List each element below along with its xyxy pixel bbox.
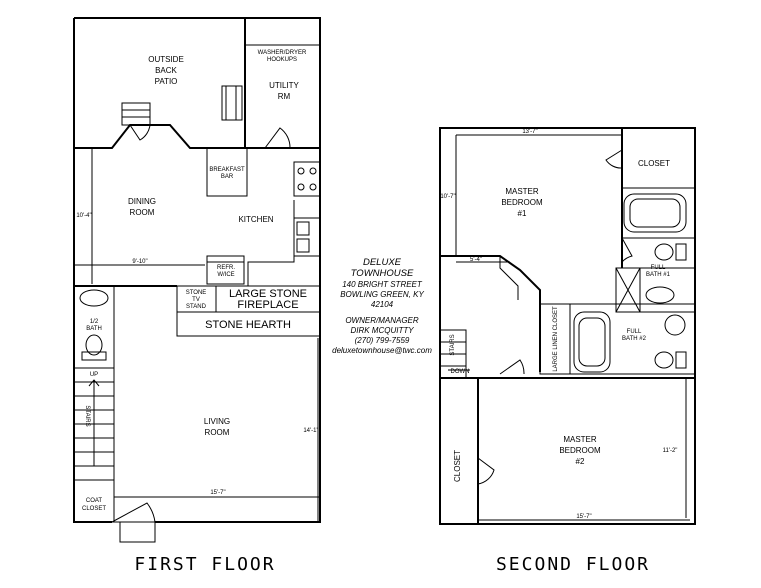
coat-closet-label-1: COAT xyxy=(86,498,103,504)
living-width-label: 15'-7" xyxy=(210,490,225,496)
half-bath-sink xyxy=(79,289,109,307)
full-bath2-label-2: BATH #2 xyxy=(622,336,647,342)
address-line-3: 42104 xyxy=(371,300,394,309)
breakfast-label-2: BAR xyxy=(221,174,234,180)
m2-depth-label: 11'-2" xyxy=(663,448,678,454)
washer-label-2: HOOKUPS xyxy=(267,57,297,63)
master2-label-1: MASTER xyxy=(563,435,597,444)
m1-width-label: 13'-7" xyxy=(522,129,537,135)
first-floor xyxy=(73,17,321,543)
m2-width-label: 15'-7" xyxy=(576,514,591,520)
patio-label-2: BACK xyxy=(155,66,177,75)
m2-closet-door-swing xyxy=(477,457,495,485)
bath-2 xyxy=(569,303,696,375)
master1-label-1: MASTER xyxy=(505,187,539,196)
fireplace-block xyxy=(176,285,321,337)
tv-stand-label-3: STAND xyxy=(186,304,207,310)
full-bath2-label-1: FULL xyxy=(627,329,642,335)
patio-wall xyxy=(74,124,245,149)
full-bath1-label-1: FULL xyxy=(651,265,666,271)
address-line-2: BOWLING GREEN, KY xyxy=(340,290,424,299)
dining-label-2: ROOM xyxy=(130,208,155,217)
master2-label-3: #2 xyxy=(576,457,585,466)
bath-sink xyxy=(645,286,675,304)
m1-partial-label: 5'-4" xyxy=(470,257,482,263)
bath1-door-swing xyxy=(621,237,633,263)
master2-label-2: BEDROOM xyxy=(559,446,601,455)
stove xyxy=(293,161,321,197)
refrigerator xyxy=(206,255,245,285)
coat-closet-label-2: CLOSET xyxy=(82,506,106,512)
coat-closet xyxy=(73,479,115,523)
master1-label-2: BEDROOM xyxy=(501,198,543,207)
utility-label-2: RM xyxy=(278,92,291,101)
living-label-2: ROOM xyxy=(205,428,230,437)
utility-label-1: UTILITY xyxy=(269,81,299,90)
breakfast-label-1: BREAKFAST xyxy=(209,167,245,173)
dining-depth-label: 10'-4" xyxy=(76,213,91,219)
owner-name: DIRK MCQUITTY xyxy=(350,326,414,335)
front-step xyxy=(119,521,156,543)
first-floor-outer-wall xyxy=(74,17,321,523)
first-floor-outer-wall-left xyxy=(73,18,112,523)
hearth-label: STONE HEARTH xyxy=(205,319,291,331)
dining-label-1: DINING xyxy=(128,197,156,206)
refr-label-1: REFR. xyxy=(217,265,235,271)
toilet-1 xyxy=(654,243,674,261)
address-line-1: 140 BRIGHT STREET xyxy=(342,280,423,289)
washer-label-1: WASHER/DRYER xyxy=(258,50,307,56)
patio-label-3: PATIO xyxy=(155,77,178,86)
owner-phone: (270) 799-7559 xyxy=(355,336,410,345)
master1-label-3: #1 xyxy=(518,209,527,218)
fireplace-label-1: LARGE STONE xyxy=(229,288,307,300)
townhouse-name-2: TOWNHOUSE xyxy=(351,268,414,279)
closet-top-label: CLOSET xyxy=(638,159,670,168)
kitchen-label: KITCHEN xyxy=(238,215,273,224)
closet-left-label: CLOSET xyxy=(453,450,462,482)
bath2-sink xyxy=(664,314,686,336)
linen-closet-label: LARGE LINEN CLOSET xyxy=(553,306,559,372)
bathtub-1 xyxy=(623,193,687,233)
fireplace-label-2: FIREPLACE xyxy=(237,299,298,311)
front-door-swing xyxy=(111,502,156,523)
first-floor-title: FIRST FLOOR xyxy=(134,554,275,575)
kitchen-sink xyxy=(293,217,321,257)
breakfast-bar xyxy=(206,147,248,197)
living-depth-label: 14'-1" xyxy=(303,428,318,434)
tv-stand-label-2: TV xyxy=(192,297,200,303)
utility-vent xyxy=(221,85,243,121)
bath-closet xyxy=(615,267,641,313)
closet-door-swing xyxy=(605,149,623,169)
bathtub-2 xyxy=(573,311,611,373)
stairs-label-2: STAIRS xyxy=(450,334,456,355)
toilet-2 xyxy=(654,351,674,369)
half-bath-toilet xyxy=(85,334,103,356)
refr-label-2: W/ICE xyxy=(217,272,234,278)
second-floor xyxy=(439,127,696,525)
full-bath1-label-2: BATH #1 xyxy=(646,272,671,278)
down-label: DOWN xyxy=(451,369,470,375)
patio-vent xyxy=(121,102,151,126)
second-floor-title: SECOND FLOOR xyxy=(496,554,650,575)
half-bath-label-2: BATH xyxy=(86,326,102,332)
up-label: UP xyxy=(90,372,98,378)
half-bath-label-1: 1/2 xyxy=(90,319,99,325)
kitchen-counter xyxy=(247,200,295,286)
utility-door-swing xyxy=(264,127,291,149)
townhouse-name-1: DELUXE xyxy=(363,257,402,268)
m2-door-swing xyxy=(499,359,525,375)
owner-email: deluxetownhouse@twc.com xyxy=(332,346,432,355)
dining-width-label: 9'-10" xyxy=(132,259,147,265)
living-label-1: LIVING xyxy=(204,417,230,426)
patio-door-swing xyxy=(129,124,151,141)
stairs-label: STAIRS xyxy=(84,405,90,426)
tv-stand-label-1: STONE xyxy=(186,290,207,296)
patio-label-1: OUTSIDE xyxy=(148,55,184,64)
m1-depth-label: 10'-7" xyxy=(440,194,455,200)
owner-label: OWNER/MANAGER xyxy=(345,316,419,325)
